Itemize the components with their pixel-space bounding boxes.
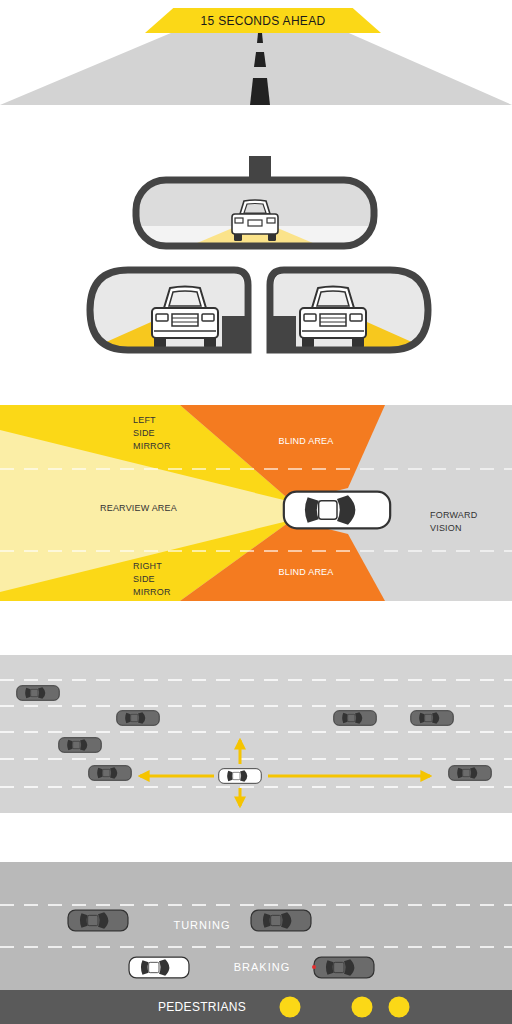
lane-dash bbox=[257, 33, 263, 43]
car bbox=[129, 957, 189, 978]
lane-line bbox=[0, 468, 512, 470]
node-text: PEDESTRIANS bbox=[158, 1000, 246, 1014]
car bbox=[284, 492, 390, 529]
car bbox=[59, 738, 102, 753]
side-mirror bbox=[88, 268, 248, 352]
pedestrian-dot bbox=[352, 997, 373, 1018]
car bbox=[300, 287, 366, 349]
road bbox=[0, 30, 512, 105]
car bbox=[334, 711, 377, 726]
road bbox=[0, 862, 512, 990]
zone-label: RIGHT SIDE MIRROR bbox=[133, 560, 171, 599]
banner-fill bbox=[145, 8, 381, 33]
zone-label: BLIND AREA bbox=[278, 435, 333, 448]
zone-label: REARVIEW AREA bbox=[100, 502, 177, 515]
brake-light bbox=[312, 965, 316, 969]
car bbox=[152, 287, 218, 349]
cars bbox=[17, 686, 492, 781]
zone-label: BLIND AREA bbox=[278, 566, 333, 579]
car bbox=[314, 957, 374, 978]
rearview-mirror-view bbox=[139, 183, 371, 243]
lane-line bbox=[0, 946, 512, 948]
pedestrian-dot bbox=[389, 997, 410, 1018]
lane-dash bbox=[250, 78, 270, 105]
car bbox=[219, 769, 262, 784]
zone-label: FORWARD VISION bbox=[430, 509, 477, 535]
banner: 15 SECONDS AHEAD bbox=[145, 8, 381, 33]
car bbox=[89, 766, 132, 781]
car bbox=[68, 910, 128, 931]
car bbox=[411, 711, 454, 726]
lane-dash bbox=[254, 52, 266, 67]
mirror-glass bbox=[88, 268, 248, 352]
mirror-mount bbox=[222, 316, 248, 352]
car bbox=[449, 766, 492, 781]
car bbox=[232, 200, 278, 241]
car bbox=[17, 686, 60, 701]
lane-line bbox=[0, 550, 512, 552]
node-text: 15 SECONDS AHEAD bbox=[201, 14, 326, 28]
road bbox=[0, 655, 512, 813]
lane-line bbox=[0, 904, 512, 906]
mirror-glass bbox=[139, 183, 371, 243]
mirror-mount bbox=[270, 316, 296, 352]
blind-zone bbox=[180, 520, 385, 601]
pedestrian-band: PEDESTRIANS bbox=[0, 990, 512, 1024]
mirror-glass bbox=[270, 268, 430, 352]
car bbox=[251, 910, 311, 931]
rearview-mirror bbox=[136, 180, 374, 246]
blind-zone bbox=[180, 405, 385, 502]
hazard-label: BRAKING bbox=[234, 960, 291, 976]
side-mirror bbox=[270, 268, 430, 352]
forward-zone bbox=[0, 405, 512, 601]
pedestrian-dot bbox=[280, 997, 301, 1018]
zone-label: LEFT SIDE MIRROR bbox=[133, 414, 171, 453]
hazard-label: TURNING bbox=[173, 918, 230, 934]
lane-lines bbox=[0, 680, 512, 787]
car bbox=[117, 711, 160, 726]
space-arrows bbox=[140, 740, 430, 806]
